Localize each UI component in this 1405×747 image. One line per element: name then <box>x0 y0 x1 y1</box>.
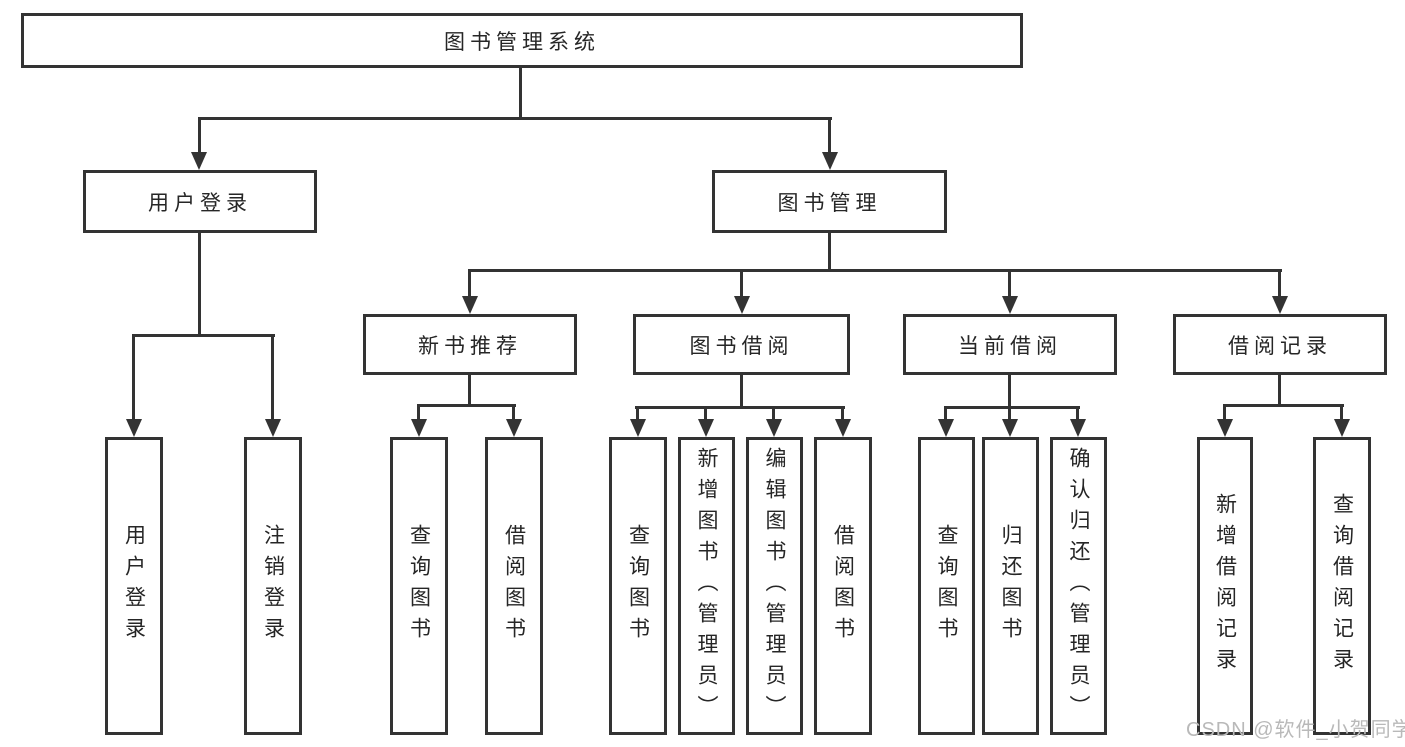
connector-drop <box>1340 404 1343 421</box>
node-borrowing-records: 借阅记录 <box>1173 314 1387 375</box>
node-library-management-system: 图书管理系统 <box>21 13 1023 68</box>
connector-borrowing-records-bus <box>1223 404 1344 407</box>
connector-drop <box>132 334 135 421</box>
node-add-borrow-record: 新增借阅记录 <box>1197 437 1253 735</box>
node-logout-leaf: 注销登录 <box>244 437 302 735</box>
connector-drop <box>636 406 639 421</box>
arrow-down-icon <box>506 419 522 437</box>
connector-root-stem <box>519 68 522 118</box>
connector-drop <box>271 334 274 421</box>
connector-new-book-stem <box>468 375 471 406</box>
node-query-books-borrowing: 查询图书 <box>609 437 667 735</box>
connector-drop <box>198 117 201 155</box>
arrow-down-icon <box>1217 419 1233 437</box>
connector-drop <box>1008 269 1011 298</box>
connector-book-borrowing-stem <box>740 375 743 408</box>
arrow-down-icon <box>411 419 427 437</box>
connector-drop <box>417 404 420 421</box>
node-borrow-books-borrowing: 借阅图书 <box>814 437 872 735</box>
connector-drop <box>740 269 743 298</box>
connector-book-borrowing-bus <box>635 406 845 409</box>
arrow-down-icon <box>1002 419 1018 437</box>
watermark-text: CSDN @软件_小贺同学 <box>1186 719 1405 741</box>
node-user-login-leaf: 用户登录 <box>105 437 163 735</box>
node-user-login: 用户登录 <box>83 170 317 233</box>
connector-current-borrowing-bus <box>944 406 1080 409</box>
node-query-books-current: 查询图书 <box>918 437 975 735</box>
connector-level1-bus <box>198 117 832 120</box>
connector-drop <box>704 406 707 421</box>
connector-drop <box>841 406 844 421</box>
connector-borrowing-records-stem <box>1278 375 1281 406</box>
node-edit-book-admin: 编辑图书（管理员） <box>746 437 803 735</box>
connector-drop <box>1223 404 1226 421</box>
connector-drop <box>772 406 775 421</box>
arrow-down-icon <box>698 419 714 437</box>
node-book-management: 图书管理 <box>712 170 947 233</box>
node-return-books: 归还图书 <box>982 437 1039 735</box>
arrow-down-icon <box>126 419 142 437</box>
arrow-down-icon <box>822 152 838 170</box>
arrow-down-icon <box>766 419 782 437</box>
arrow-down-icon <box>1070 419 1086 437</box>
node-confirm-return-admin: 确认归还（管理员） <box>1050 437 1107 735</box>
connector-drop <box>1278 269 1281 298</box>
node-add-book-admin: 新增图书（管理员） <box>678 437 735 735</box>
connector-book-management-stem <box>828 233 831 270</box>
connector-drop <box>1008 406 1011 421</box>
connector-user-login-stem <box>198 233 201 335</box>
arrow-down-icon <box>191 152 207 170</box>
node-query-books-recommend: 查询图书 <box>390 437 448 735</box>
connector-drop <box>828 117 831 155</box>
arrow-down-icon <box>938 419 954 437</box>
connector-drop <box>1076 406 1079 421</box>
arrow-down-icon <box>1272 296 1288 314</box>
connector-new-book-bus <box>417 404 516 407</box>
node-book-borrowing: 图书借阅 <box>633 314 850 375</box>
node-query-borrow-record: 查询借阅记录 <box>1313 437 1371 735</box>
connector-current-borrowing-stem <box>1008 375 1011 408</box>
arrow-down-icon <box>1334 419 1350 437</box>
arrow-down-icon <box>265 419 281 437</box>
node-current-borrowing: 当前借阅 <box>903 314 1117 375</box>
connector-level2-bus <box>468 269 1282 272</box>
connector-user-login-bus <box>132 334 275 337</box>
node-new-book-recommendation: 新书推荐 <box>363 314 577 375</box>
arrow-down-icon <box>630 419 646 437</box>
connector-drop <box>512 404 515 421</box>
connector-drop <box>944 406 947 421</box>
arrow-down-icon <box>734 296 750 314</box>
arrow-down-icon <box>462 296 478 314</box>
node-borrow-books-recommend: 借阅图书 <box>485 437 543 735</box>
arrow-down-icon <box>1002 296 1018 314</box>
connector-drop <box>468 269 471 298</box>
arrow-down-icon <box>835 419 851 437</box>
